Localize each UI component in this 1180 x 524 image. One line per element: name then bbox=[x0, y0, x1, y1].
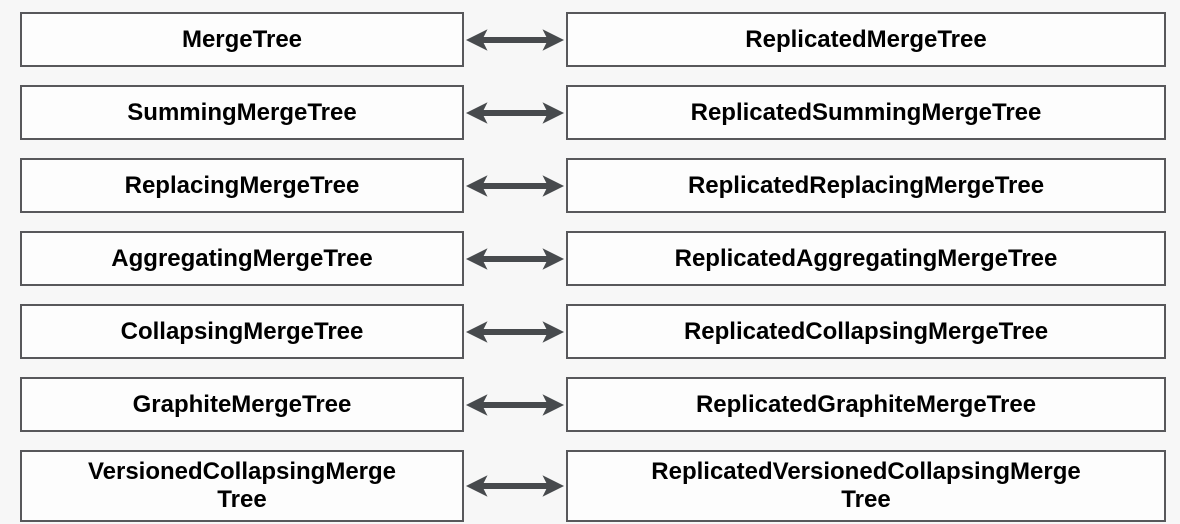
engine-mapping-row: ReplacingMergeTree ReplicatedReplacingMe… bbox=[20, 158, 1180, 213]
engine-mapping-row: AggregatingMergeTree ReplicatedAggregati… bbox=[20, 231, 1180, 286]
engine-box-right: ReplicatedVersionedCollapsingMerge Tree bbox=[566, 450, 1166, 522]
engine-box-right: ReplicatedMergeTree bbox=[566, 12, 1166, 67]
engine-mapping-row: MergeTree ReplicatedMergeTree bbox=[20, 12, 1180, 67]
engine-mapping-row: VersionedCollapsingMerge Tree Replicated… bbox=[20, 450, 1180, 522]
engine-box-right: ReplicatedGraphiteMergeTree bbox=[566, 377, 1166, 432]
engine-box-left: AggregatingMergeTree bbox=[20, 231, 464, 286]
engine-box-left: GraphiteMergeTree bbox=[20, 377, 464, 432]
engine-box-right: ReplicatedAggregatingMergeTree bbox=[566, 231, 1166, 286]
engine-box-right: ReplicatedReplacingMergeTree bbox=[566, 158, 1166, 213]
double-headed-arrow-icon bbox=[464, 450, 566, 522]
engine-box-left: MergeTree bbox=[20, 12, 464, 67]
double-headed-arrow-icon bbox=[464, 231, 566, 286]
engine-box-left: ReplacingMergeTree bbox=[20, 158, 464, 213]
engine-box-left: VersionedCollapsingMerge Tree bbox=[20, 450, 464, 522]
engine-box-left: CollapsingMergeTree bbox=[20, 304, 464, 359]
engine-box-left: SummingMergeTree bbox=[20, 85, 464, 140]
double-headed-arrow-icon bbox=[464, 12, 566, 67]
engine-mapping-row: SummingMergeTree ReplicatedSummingMergeT… bbox=[20, 85, 1180, 140]
engine-box-right: ReplicatedSummingMergeTree bbox=[566, 85, 1166, 140]
double-headed-arrow-icon bbox=[464, 158, 566, 213]
double-headed-arrow-icon bbox=[464, 304, 566, 359]
double-headed-arrow-icon bbox=[464, 85, 566, 140]
engine-mapping-row: GraphiteMergeTree ReplicatedGraphiteMerg… bbox=[20, 377, 1180, 432]
engine-box-right: ReplicatedCollapsingMergeTree bbox=[566, 304, 1166, 359]
double-headed-arrow-icon bbox=[464, 377, 566, 432]
engine-mapping-row: CollapsingMergeTree ReplicatedCollapsing… bbox=[20, 304, 1180, 359]
